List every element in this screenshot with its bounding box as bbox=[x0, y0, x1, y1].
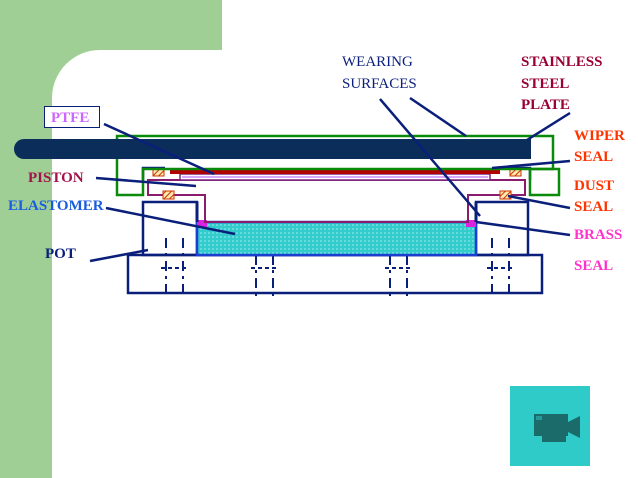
label-elastomer: ELASTOMER bbox=[8, 198, 104, 214]
play-video-button[interactable] bbox=[510, 386, 590, 466]
stainless-steel-plate bbox=[14, 139, 531, 159]
label-dust-seal-line1: DUST bbox=[574, 178, 615, 194]
label-ptfe: PTFE bbox=[44, 106, 100, 128]
video-camera-icon bbox=[534, 414, 580, 442]
brass-seal-left bbox=[197, 220, 207, 227]
side-band bbox=[0, 0, 222, 478]
pointer-lines bbox=[89, 96, 571, 263]
top-frame bbox=[115, 134, 561, 197]
label-stainless-line2: STEEL bbox=[521, 76, 570, 92]
wearing-strip bbox=[170, 169, 500, 174]
label-wearing-surfaces-line2: SURFACES bbox=[342, 76, 417, 92]
elastomer-pad bbox=[195, 220, 478, 257]
dust-seal-right bbox=[499, 190, 512, 200]
label-stainless-line3: PLATE bbox=[521, 97, 570, 113]
label-stainless-line1: STAINLESS bbox=[521, 54, 603, 70]
label-brass: BRASS bbox=[574, 227, 623, 243]
brass-seal-right bbox=[466, 220, 476, 227]
label-pot: POT bbox=[45, 246, 76, 262]
label-wearing-surfaces-line1: WEARING bbox=[342, 54, 413, 70]
label-wiper-seal-line1: WIPER bbox=[574, 128, 625, 144]
dust-seal-left bbox=[162, 190, 175, 200]
label-piston: PISTON bbox=[28, 170, 84, 186]
label-dust-seal-line2: SEAL bbox=[574, 199, 614, 215]
label-wiper-seal-line2: SEAL bbox=[574, 149, 614, 165]
label-seal: SEAL bbox=[574, 258, 614, 274]
